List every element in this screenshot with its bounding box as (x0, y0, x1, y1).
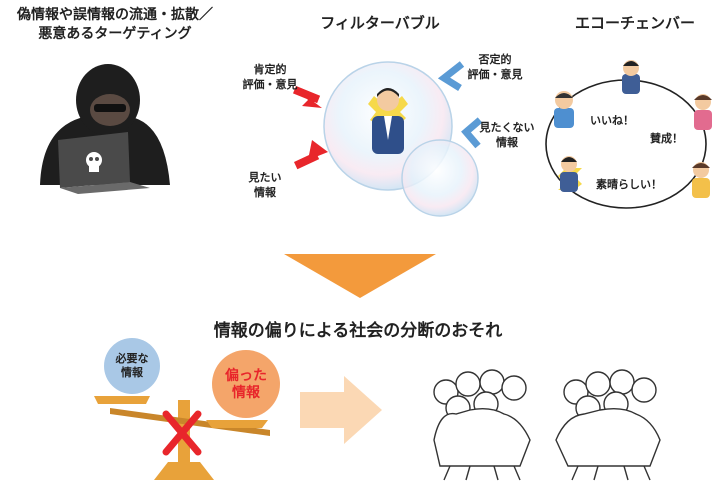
wanted-line1: 見たい (248, 171, 282, 184)
small-bubble (401, 139, 479, 217)
conclusion-title: 情報の偏りによる社会の分断のおそれ (213, 321, 503, 341)
filter-bubble-title: フィルターバブル (320, 14, 440, 32)
negative-opinion-label: 否定的 評価・意見 (458, 52, 532, 82)
biased-line2: 情報 (232, 385, 260, 401)
echo-phrase-agree: 賛成！ (650, 132, 683, 145)
businessman-icon (368, 88, 408, 154)
unwanted-line1: 見たくない (479, 121, 535, 134)
red-cross-icon (162, 410, 202, 456)
negative-line2: 評価・意見 (467, 68, 523, 81)
biased-line1: 偏った (225, 368, 267, 384)
echo-chamber-title: エコーチェンバー (574, 14, 695, 32)
positive-opinion-label: 肯定的 評価・意見 (232, 62, 308, 92)
person-right-icon (694, 94, 712, 130)
needed-line1: 必要な (115, 352, 149, 365)
misinfo-title-line1: 偽情報や誤情報の流通・拡散／ (17, 7, 213, 23)
unwanted-info-label: 見たくない 情報 (472, 120, 542, 150)
biased-info-circle (212, 350, 280, 418)
needed-info-circle (104, 338, 160, 394)
needed-info-label: 必要な 情報 (106, 352, 158, 380)
wanted-info-label: 見たい 情報 (240, 170, 290, 200)
person-bottom-left-icon (558, 156, 582, 192)
person-top-icon (622, 60, 640, 94)
red-arrow-wanted (294, 140, 328, 170)
needed-line2: 情報 (121, 366, 143, 379)
negative-line1: 否定的 (478, 53, 512, 66)
person-bottom-right-icon (692, 162, 710, 198)
echo-phrase-wonderful: 素晴らしい！ (596, 178, 662, 191)
misinfo-title: 偽情報や誤情報の流通・拡散／ 悪意あるターゲティング (0, 6, 230, 44)
crowd-left-group (433, 369, 531, 481)
biased-info-label: 偏った 情報 (216, 368, 276, 402)
red-arrow-positive (293, 86, 322, 108)
person-left-icon (554, 91, 574, 128)
unwanted-line2: 情報 (496, 136, 518, 149)
positive-line2: 評価・意見 (242, 78, 298, 91)
misinfo-title-line2: 悪意あるターゲティング (38, 26, 192, 42)
wanted-line2: 情報 (254, 186, 276, 199)
crowd-right-group (555, 369, 661, 481)
blue-arrow-unwanted (461, 117, 483, 149)
blue-arrow-negative (437, 61, 465, 91)
positive-line1: 肯定的 (253, 63, 287, 76)
echo-phrase-like: いいね！ (590, 114, 634, 127)
